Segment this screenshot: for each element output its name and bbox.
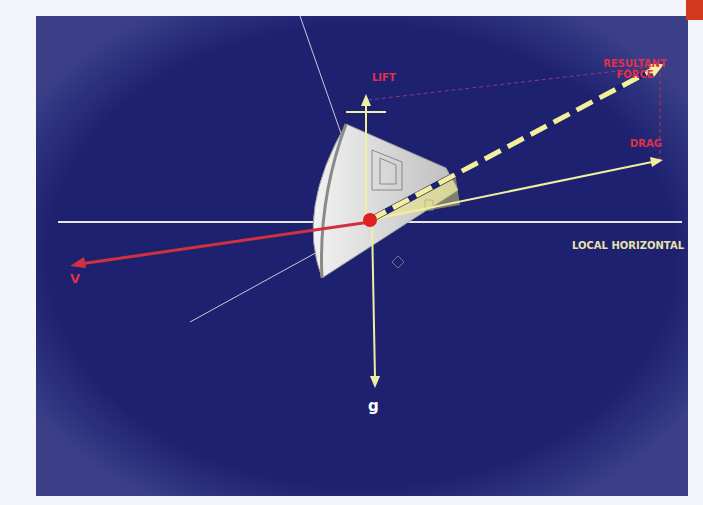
construction-line — [368, 66, 660, 100]
capsule-window — [380, 158, 396, 184]
arrowhead — [70, 257, 86, 268]
vector-label: g — [368, 398, 379, 415]
capsule-hatch — [372, 150, 402, 190]
heat-shield — [322, 124, 347, 278]
center-of-gravity — [363, 213, 377, 227]
force-label: LIFT — [372, 72, 396, 83]
force-label: RESULTANT FORCE — [600, 58, 670, 80]
velocity-vector — [80, 222, 370, 264]
vector-label: V — [70, 272, 80, 286]
background-panel — [36, 16, 688, 496]
arrowhead — [650, 157, 663, 167]
resultant-vector — [370, 70, 652, 220]
lift-crossbar — [346, 111, 386, 113]
gravity-vector — [372, 222, 375, 378]
arrowhead — [370, 376, 380, 388]
capsule-window — [392, 256, 404, 268]
resultant-vector-base — [370, 70, 652, 220]
drag-vector — [370, 162, 652, 220]
arrowhead — [361, 94, 371, 106]
reference-label: LOCAL HORIZONTAL — [572, 240, 684, 251]
corner-mark — [686, 0, 703, 20]
force-label: DRAG — [630, 138, 662, 149]
lift-vector — [365, 104, 367, 222]
